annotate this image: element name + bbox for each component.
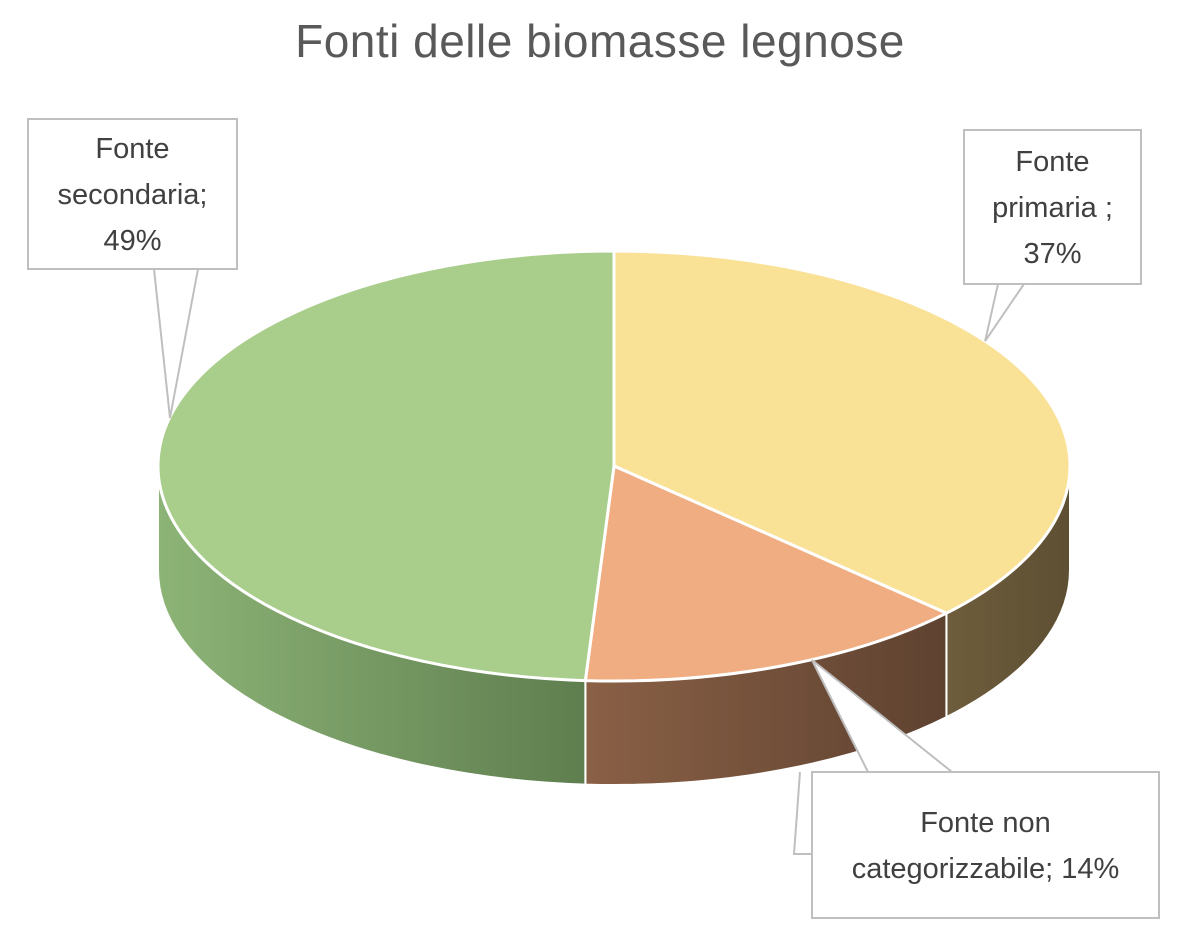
pie-callouts: Fonte primaria ; 37% Fonte non categorizzabi… [27, 118, 1160, 919]
callout-2-line-0: Fonte [95, 133, 169, 165]
pie-slice-2 [156, 249, 616, 683]
pie-slice-1 [583, 464, 948, 683]
callout-1-line-0: Fonte non [920, 807, 1051, 839]
callout-pointer-2 [153, 268, 199, 419]
callout-leader-1 [792, 771, 812, 855]
callout-1: Fonte non categorizzabile; 14% [792, 659, 1160, 919]
callout-pointer-1 [811, 659, 953, 773]
callout-box-1 [811, 771, 1160, 919]
callout-box-2 [27, 118, 238, 270]
callout-0-line-2: 37% [1023, 238, 1081, 270]
callout-pointer-0 [984, 283, 1025, 342]
callout-box-0 [963, 129, 1142, 285]
callout-0-line-0: Fonte [1015, 146, 1089, 178]
callout-2: Fonte secondaria; 49% [27, 118, 238, 419]
chart-title: Fonti delle biomasse legnose [295, 15, 905, 67]
callout-2-line-1: secondaria; [58, 179, 208, 211]
pie-slice-0 [612, 249, 1072, 615]
pie-tops [156, 249, 1072, 683]
callout-0-line-1: primaria ; [992, 192, 1113, 224]
callout-0: Fonte primaria ; 37% [963, 129, 1142, 342]
callout-2-line-2: 49% [103, 225, 161, 257]
callout-1-line-1: categorizzabile; 14% [852, 853, 1120, 885]
